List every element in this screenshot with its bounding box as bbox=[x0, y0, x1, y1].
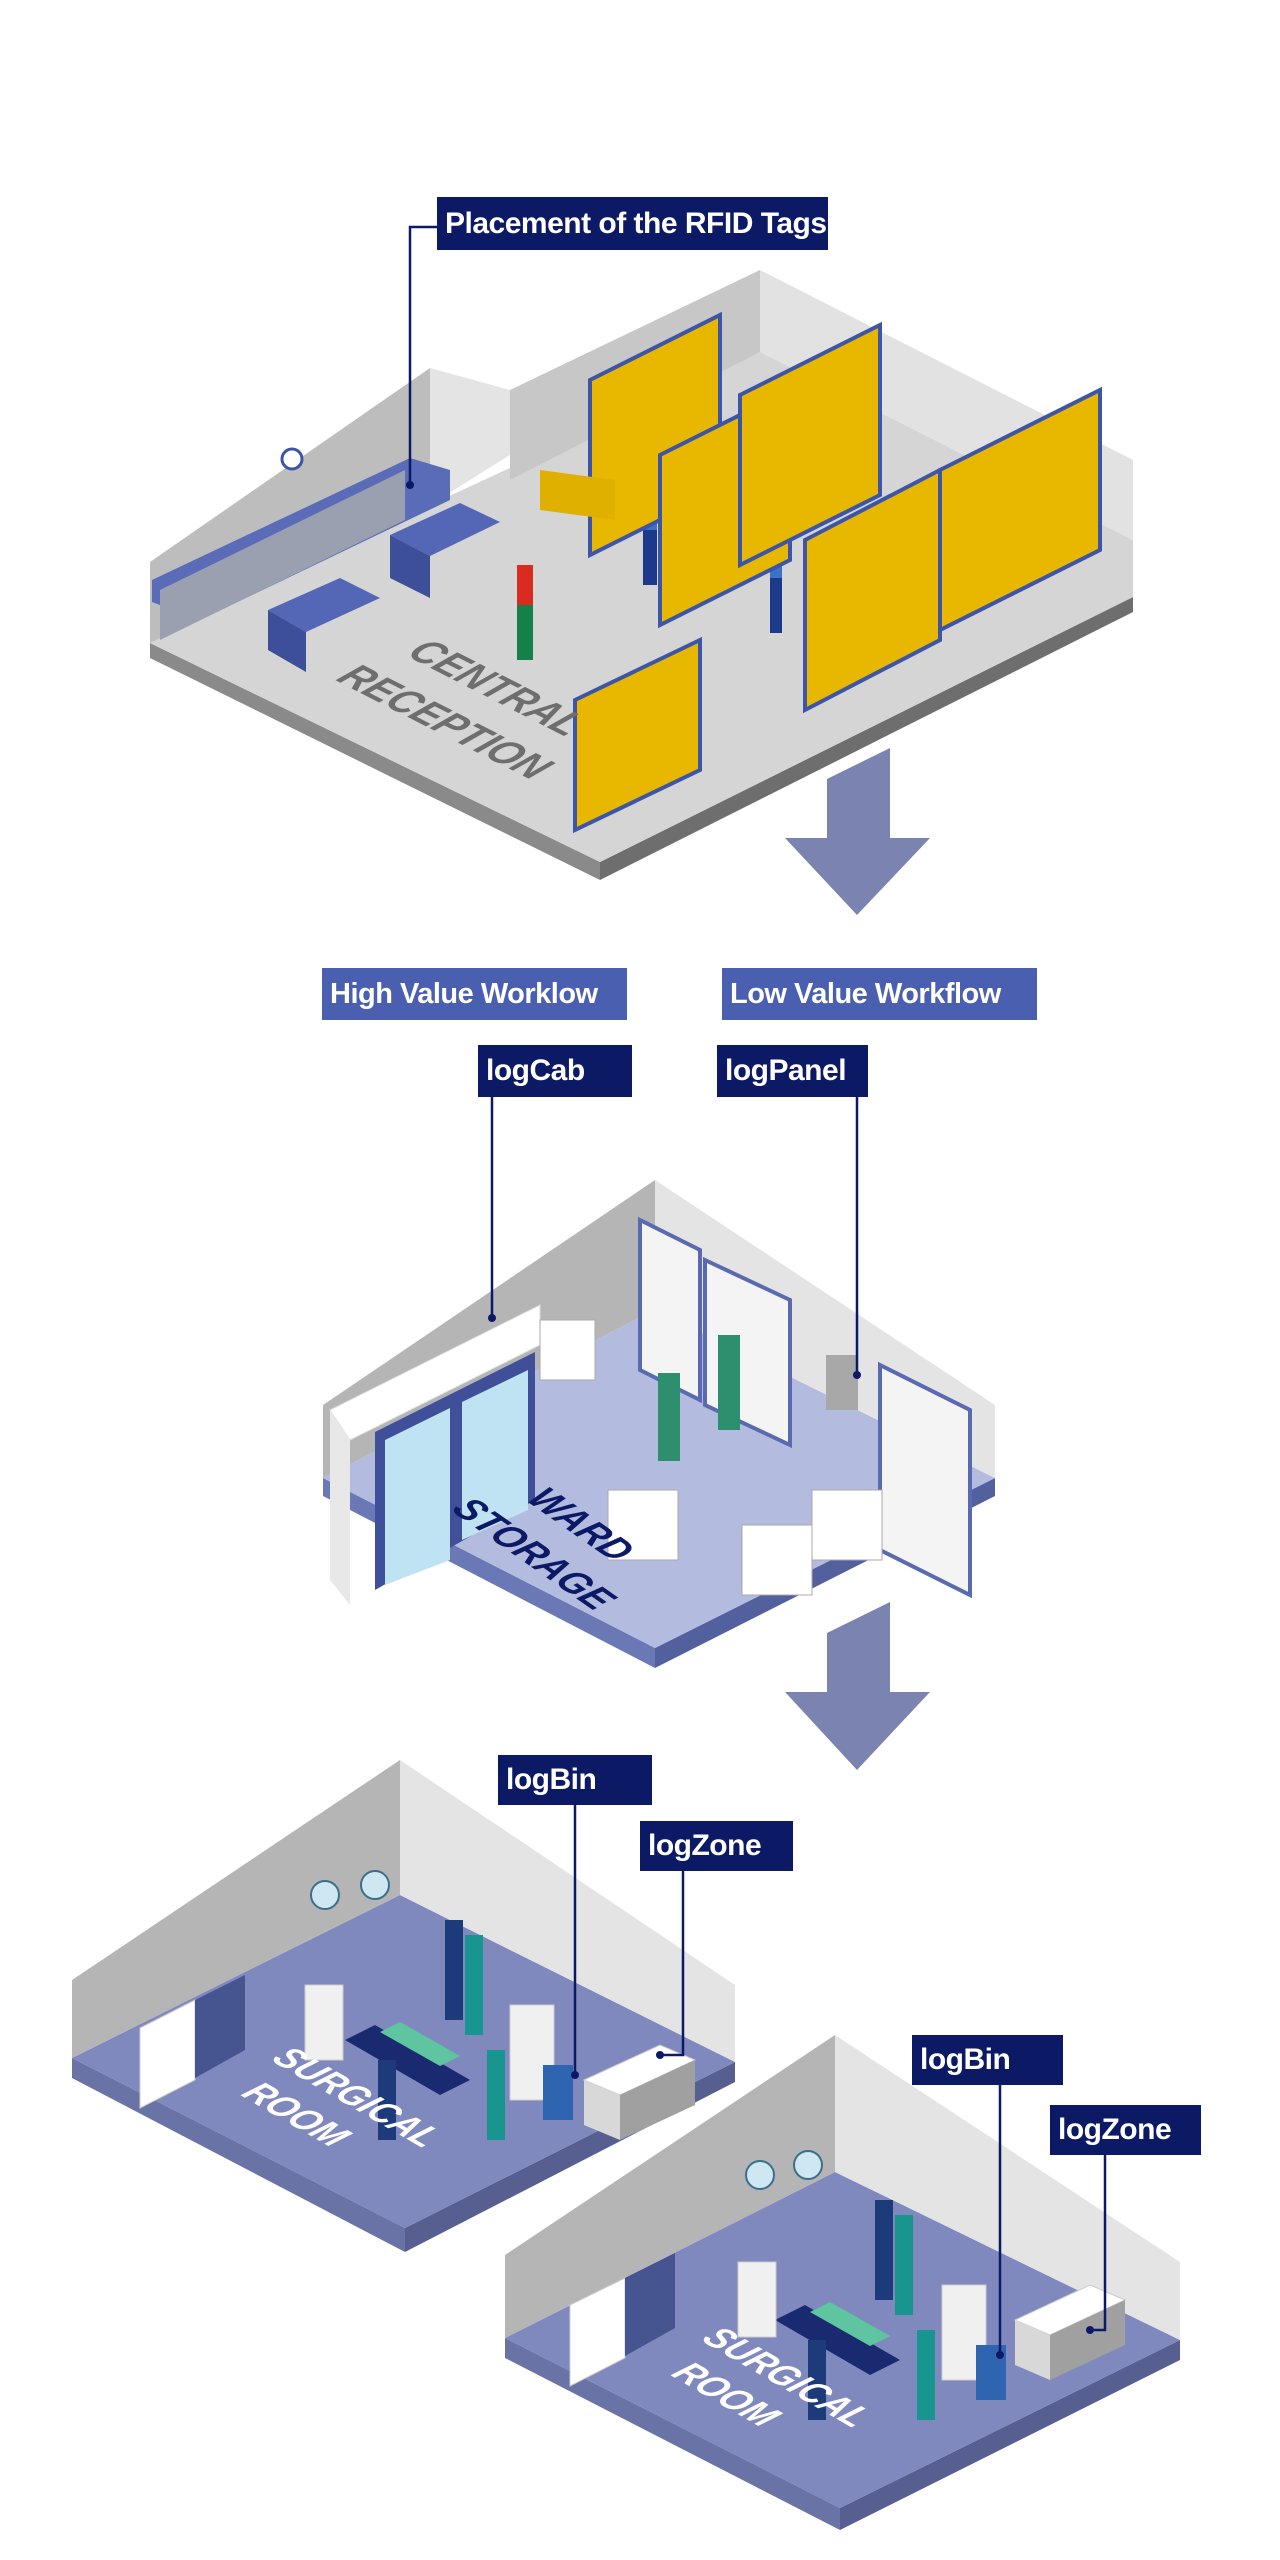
patient-sheet bbox=[380, 2022, 460, 2066]
desk bbox=[390, 535, 430, 598]
trolley bbox=[607, 1489, 679, 1561]
surgical-lamp-icon bbox=[310, 1880, 340, 1910]
ward-storage-room: WARD STORAGE bbox=[323, 1180, 995, 1668]
logbin-label-1: logBin bbox=[498, 1755, 652, 1805]
operating-table bbox=[775, 2305, 900, 2375]
room-floor-edge bbox=[505, 2338, 840, 2530]
ward-shelf bbox=[638, 1216, 702, 1404]
down-arrow-icon bbox=[785, 1602, 930, 1770]
monitor-tower bbox=[304, 1984, 344, 2061]
room-wall-left bbox=[72, 1760, 400, 2058]
desk bbox=[268, 578, 380, 632]
central-reception-room: CENTRAL RECEPTION bbox=[150, 270, 1133, 880]
connector-dot bbox=[406, 481, 414, 489]
connector-line bbox=[408, 225, 437, 485]
medical-cabinet bbox=[625, 2253, 675, 2356]
ward-shelf bbox=[878, 1361, 972, 1599]
high-value-workflow-label: High Value Worklow bbox=[322, 968, 627, 1020]
logbin-label-2: logBin bbox=[912, 2035, 1063, 2085]
connector-line bbox=[660, 1870, 685, 2057]
rfid-tags-placement-text: Placement of the RFID Tags bbox=[445, 206, 827, 240]
connector-dot bbox=[1086, 2326, 1094, 2334]
room-floor-edge bbox=[840, 2340, 1180, 2530]
person bbox=[875, 2200, 893, 2300]
logzone-device bbox=[620, 2060, 695, 2140]
person bbox=[465, 1935, 483, 2035]
surgical-room-1: SURGICAL ROOM bbox=[72, 1760, 735, 2252]
person bbox=[718, 1335, 740, 1430]
rfid-tags-placement-label: Placement of the RFID Tags bbox=[437, 197, 828, 250]
trolley bbox=[811, 1489, 883, 1561]
desk bbox=[390, 503, 500, 556]
medical-cabinet bbox=[195, 1975, 245, 2078]
person bbox=[643, 530, 657, 585]
logpanel-device bbox=[826, 1355, 858, 1410]
person bbox=[517, 565, 533, 605]
shelving bbox=[540, 311, 1102, 834]
logbin-text-2: logBin bbox=[920, 2043, 1011, 2076]
person bbox=[770, 578, 782, 633]
room-wall-left bbox=[505, 2035, 835, 2338]
operating-table bbox=[345, 2025, 470, 2095]
desk bbox=[268, 610, 306, 672]
room-floor-edge bbox=[600, 597, 1133, 880]
logpanel-label: logPanel bbox=[717, 1045, 868, 1097]
room-floor-edge bbox=[72, 2058, 405, 2252]
trolley bbox=[539, 1319, 596, 1381]
low-value-workflow-label: Low Value Workflow bbox=[722, 968, 1037, 1020]
monitor-tower bbox=[737, 2261, 777, 2338]
connector-dot bbox=[996, 2351, 1004, 2359]
person bbox=[445, 1920, 463, 2020]
person bbox=[895, 2215, 913, 2315]
room-wall-right bbox=[400, 1760, 735, 2062]
room-floor-edge bbox=[150, 643, 600, 880]
reception-counter-front bbox=[160, 470, 405, 640]
person bbox=[658, 1373, 680, 1461]
logzone-label-2: logZone bbox=[1050, 2105, 1201, 2155]
logcab-text: logCab bbox=[486, 1054, 585, 1087]
person bbox=[517, 605, 533, 660]
logcab-glass bbox=[385, 1408, 450, 1585]
logcab-label: logCab bbox=[478, 1045, 632, 1097]
logcab-cabinet bbox=[330, 1410, 350, 1605]
connector-dot bbox=[488, 1314, 496, 1322]
person bbox=[808, 2340, 826, 2420]
low-value-workflow-text: Low Value Workflow bbox=[730, 977, 1001, 1010]
logcab-glass bbox=[462, 1370, 528, 1540]
medical-cabinet bbox=[569, 2277, 626, 2387]
wall-clock-icon bbox=[280, 447, 304, 471]
logbin-device bbox=[543, 2065, 573, 2120]
high-value-workflow-text: High Value Worklow bbox=[330, 977, 598, 1010]
logzone-device bbox=[1015, 2320, 1050, 2380]
surgical-room-2: SURGICAL ROOM bbox=[505, 2035, 1180, 2530]
person bbox=[917, 2330, 935, 2420]
logzone-text-2: logZone bbox=[1058, 2113, 1172, 2146]
room-floor bbox=[150, 352, 1133, 862]
person bbox=[378, 2060, 396, 2140]
trolley bbox=[741, 1524, 813, 1596]
down-arrow-icon bbox=[785, 748, 930, 915]
logbin-text-1: logBin bbox=[506, 1763, 597, 1796]
logzone-device bbox=[584, 2080, 620, 2140]
patient-sheet bbox=[810, 2302, 890, 2346]
logpanel-text: logPanel bbox=[725, 1054, 847, 1087]
connector-dot bbox=[656, 2051, 664, 2059]
room-wall-right bbox=[835, 2035, 1180, 2340]
surgical-lamp-icon bbox=[793, 2150, 823, 2180]
connector-dot bbox=[853, 1371, 861, 1379]
connector-dot bbox=[571, 2071, 579, 2079]
surgical-lamp-icon bbox=[745, 2160, 775, 2190]
person bbox=[487, 2050, 505, 2140]
surgical-lamp-icon bbox=[360, 1870, 390, 1900]
connector-line bbox=[1090, 2155, 1107, 2332]
logzone-text-1: logZone bbox=[648, 1829, 762, 1862]
logzone-label-1: logZone bbox=[640, 1821, 793, 1871]
medical-cabinet bbox=[139, 1999, 196, 2109]
